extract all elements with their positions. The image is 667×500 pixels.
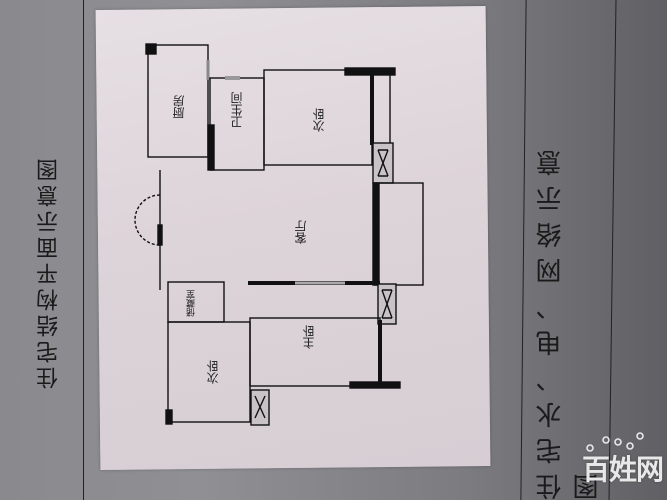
watermark-logo: 百姓网 bbox=[582, 453, 664, 486]
room-label-bedroom-bottom: 次卧 bbox=[206, 360, 220, 384]
room-label-storage: 储藏室 bbox=[187, 290, 197, 317]
board-frame-line-left bbox=[83, 0, 85, 500]
balcony-walls bbox=[374, 182, 424, 286]
kitchen-walls bbox=[147, 44, 209, 158]
watermark-dots-icon bbox=[586, 432, 644, 452]
entry-door-swing bbox=[134, 194, 161, 246]
room-label-living-room: 客厅 bbox=[294, 220, 308, 244]
room-label-bedroom-top: 次卧 bbox=[312, 108, 326, 132]
room-label-bathroom: 卫生间 bbox=[230, 92, 244, 128]
room-label-master-bedroom: 主卧 bbox=[302, 325, 316, 349]
room-label-kitchen: 厨房 bbox=[172, 95, 186, 119]
